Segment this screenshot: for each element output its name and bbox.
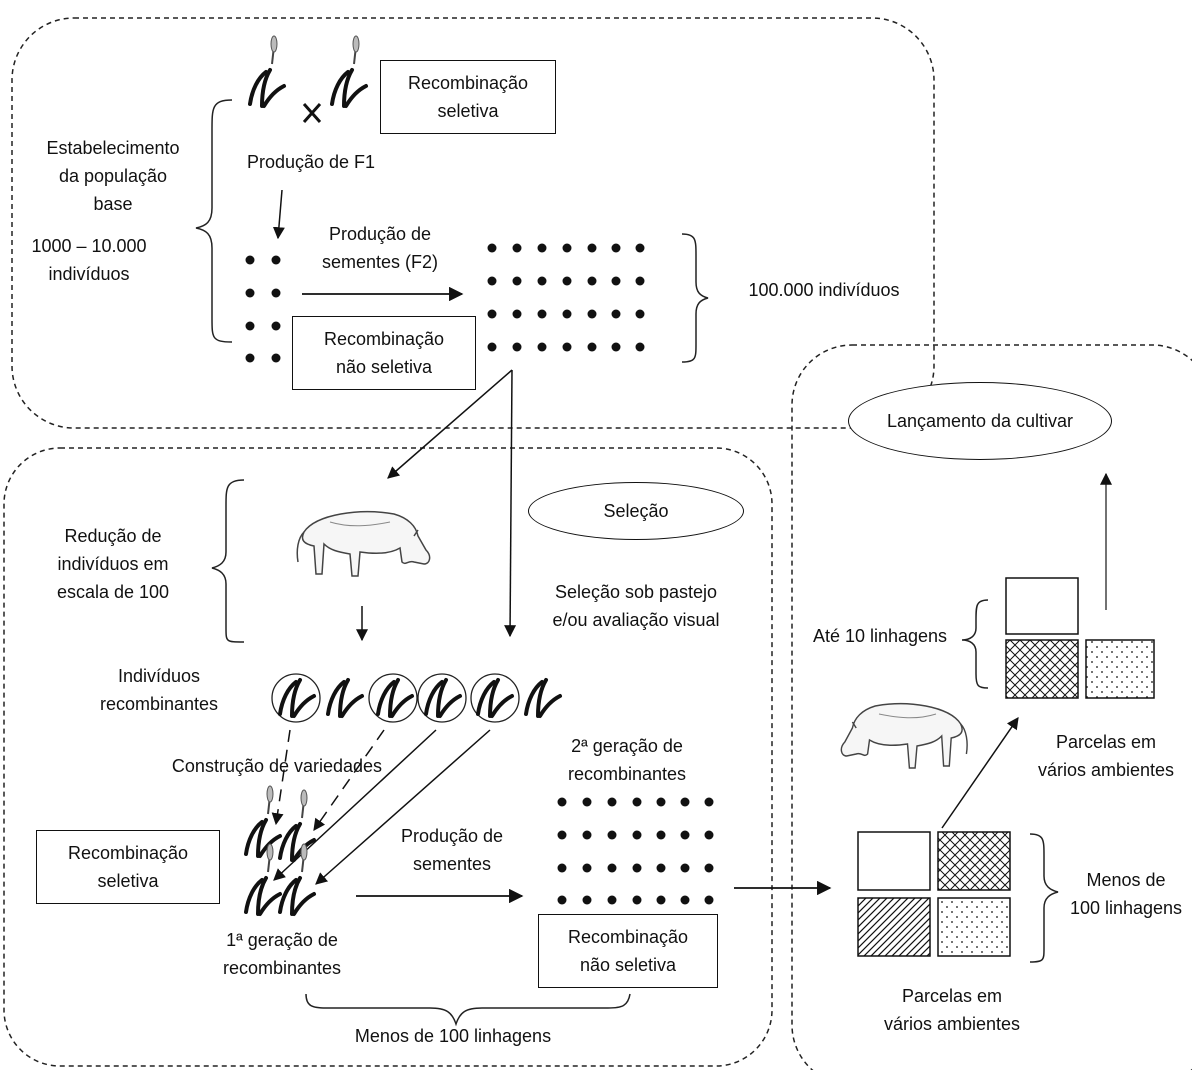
region-top — [11, 17, 935, 429]
ellipse-selecao: Seleção — [528, 482, 744, 540]
label-100k: 100.000 indivíduos — [748, 280, 900, 300]
parent-plant-left — [250, 36, 284, 106]
label-menos100-bottom: Menos de 100 linhagens — [354, 1026, 552, 1046]
box-recomb-seletiva-top-text: Recombinação seletiva — [407, 73, 529, 121]
box-recomb-seletiva-bottom-text: Recombinação seletiva — [67, 843, 189, 891]
brace-menos100-bottom — [305, 993, 631, 1027]
ellipse-lancamento: Lançamento da cultivar — [848, 382, 1112, 460]
cow-middle — [296, 511, 431, 577]
label-gen1: 1ª geração de recombinantes — [222, 930, 342, 978]
arrow-f1-down — [272, 189, 285, 240]
brace-reducao — [211, 479, 245, 643]
arrow-construct-2 — [313, 729, 385, 831]
brace-ate10 — [961, 599, 989, 689]
label-reducao: Redução de indivíduos em escala de 100 — [56, 526, 170, 602]
label-parcelas-bottom: Parcelas em vários ambientes — [883, 986, 1021, 1034]
arrow-construct-4 — [315, 729, 491, 885]
plot-top-blank — [1005, 577, 1079, 635]
label-f1: Produção de F1 — [246, 152, 376, 172]
label-gen2: 2ª geração de recombinantes — [567, 736, 687, 784]
gen1-plants — [246, 786, 314, 914]
arrow-plots-up — [941, 717, 1019, 829]
ellipse-lancamento-text: Lançamento da cultivar — [886, 410, 1074, 431]
box-recomb-nao-seletiva-bottom-text: Recombinação não seletiva — [567, 927, 689, 975]
brace-estab — [195, 99, 233, 343]
dot-grid-small — [245, 255, 281, 363]
recombinant-row — [271, 673, 562, 723]
label-seed-f2: Produção de sementes (F2) — [321, 224, 439, 272]
dot-grid-f2 — [487, 243, 645, 352]
plot-diaghatch — [857, 897, 931, 957]
label-indiv-recomb: Indivíduos recombinantes — [99, 666, 219, 714]
plot-blank — [857, 831, 931, 891]
label-ate10: Até 10 linhagens — [812, 626, 948, 646]
brace-menos100-right — [1029, 833, 1059, 963]
label-construcao: Construção de variedades — [171, 756, 383, 776]
box-recomb-seletiva-top: Recombinação seletiva — [380, 60, 556, 134]
label-parcelas-top: Parcelas em vários ambientes — [1037, 732, 1175, 780]
label-range: 1000 – 10.000 indivíduos — [31, 236, 147, 284]
brace-100k — [681, 233, 709, 363]
box-recomb-nao-seletiva-top: Recombinação não seletiva — [292, 316, 476, 390]
label-menos100-right: Menos de 100 linhagens — [1069, 870, 1183, 918]
label-selecao-pastejo: Seleção sob pastejo e/ou avaliação visua… — [552, 582, 720, 630]
plot-dotted — [937, 897, 1011, 957]
ellipse-selecao-text: Seleção — [603, 500, 669, 521]
box-recomb-nao-seletiva-bottom: Recombinação não seletiva — [538, 914, 718, 988]
region-bottom — [3, 447, 773, 1067]
plot-top-dotted — [1085, 639, 1155, 699]
dot-grid-gen2 — [557, 797, 714, 905]
arrow-construct-1 — [271, 729, 291, 826]
arrow-to-selection — [504, 369, 517, 638]
region-right — [791, 344, 1192, 1070]
plot-top-crosshatch — [1005, 639, 1079, 699]
cow-right — [840, 703, 968, 769]
box-recomb-seletiva-bottom: Recombinação seletiva — [36, 830, 220, 904]
parent-plant-right — [332, 36, 366, 106]
plot-crosshatch — [937, 831, 1011, 891]
label-prod-sementes: Produção de sementes — [400, 826, 504, 874]
box-recomb-nao-seletiva-top-text: Recombinação não seletiva — [323, 329, 445, 377]
cross-mark — [302, 103, 322, 123]
label-estabelecimento: Estabelecimento da população base — [46, 138, 180, 214]
arrow-to-cow — [387, 369, 513, 479]
